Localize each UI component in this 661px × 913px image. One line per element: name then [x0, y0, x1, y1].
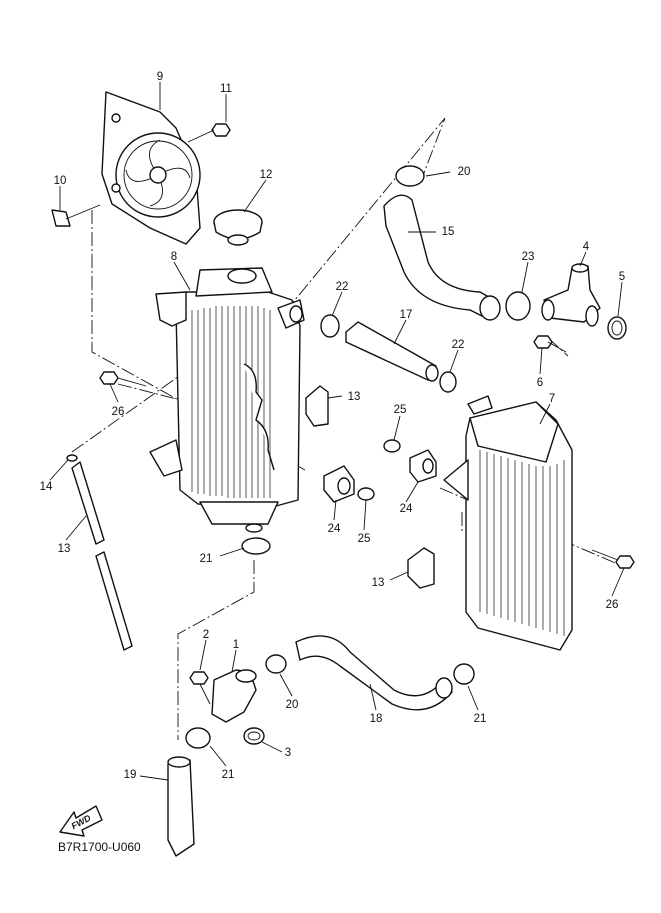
callout-9: 9 [157, 71, 163, 83]
bolt-part-6 [533, 335, 567, 353]
hose-part-14 [71, 461, 133, 651]
o-ring-part-3 [243, 727, 265, 745]
callout-15: 14 [40, 481, 53, 493]
callout-5: 5 [619, 271, 625, 283]
callout-16: 15 [442, 226, 455, 238]
hose-part-16 [383, 194, 501, 321]
callout-11: 11 [220, 83, 232, 95]
bolt-part-26-right [591, 549, 635, 569]
callout-17: 17 [400, 309, 413, 321]
callout-22-left: 22 [336, 281, 349, 293]
callout-22-right: 22 [452, 339, 465, 351]
callout-1: 1 [233, 639, 239, 651]
dampers-collars [323, 439, 437, 503]
guard-part-13 [305, 385, 435, 589]
callout-20-lower: 20 [286, 699, 299, 711]
callout-14: 13 [58, 543, 71, 555]
clip-nut-part-10 [51, 204, 101, 227]
radiator-left-fins [191, 306, 271, 498]
fitting-part-15 [66, 454, 78, 462]
bolt-part-2 [189, 671, 211, 705]
outlet-joint-part-1 [211, 669, 257, 723]
callout-26-left: 26 [112, 406, 125, 418]
o-ring-part-5 [607, 316, 627, 340]
callout-25-upper: 25 [394, 404, 407, 416]
callout-leader-lines [49, 82, 625, 781]
callout-12: 12 [260, 169, 273, 181]
callout-18: 18 [370, 713, 383, 725]
hose-part-19 [167, 756, 195, 857]
hose-clamps [185, 165, 531, 749]
callout-13-upper: 13 [348, 391, 361, 403]
callout-7: 7 [549, 393, 555, 405]
callout-8: 8 [171, 251, 177, 263]
callout-26-right: 26 [606, 599, 619, 611]
callout-6: 6 [537, 377, 543, 389]
hose-part-17 [345, 321, 439, 382]
callout-13-lower: 13 [372, 577, 385, 589]
hose-part-18 [295, 635, 453, 711]
callout-24-left: 24 [328, 523, 341, 535]
callout-24-right: 24 [400, 503, 413, 515]
callout-21-upper: 21 [200, 553, 213, 565]
callout-19: 19 [124, 769, 137, 781]
callout-4: 4 [583, 241, 590, 253]
joint-part-4 [541, 263, 601, 327]
callout-labels: 9 11 10 12 8 20 15 23 4 5 6 22 17 22 7 1… [40, 71, 626, 781]
callout-21-right: 21 [474, 713, 487, 725]
radiator-right-fins [479, 450, 565, 636]
callout-10: 10 [54, 175, 67, 187]
fwd-arrow-icon: FWD [59, 805, 103, 837]
callout-3: 3 [285, 747, 291, 759]
radiator-right-part-7 [443, 395, 573, 651]
bolt-part-11 [187, 123, 231, 143]
callout-25-lower: 25 [358, 533, 371, 545]
diagram-code: B7R1700-U060 [58, 840, 141, 854]
radiator-left-part-8 [149, 267, 305, 533]
callout-23: 23 [522, 251, 535, 263]
callout-2: 2 [203, 629, 209, 641]
fan-shroud-part-9 [101, 91, 201, 245]
radiator-cap-part-12 [213, 209, 263, 246]
callout-20-top: 20 [458, 166, 471, 178]
bolt-part-26-left [99, 371, 147, 387]
callout-21-lower: 21 [222, 769, 235, 781]
